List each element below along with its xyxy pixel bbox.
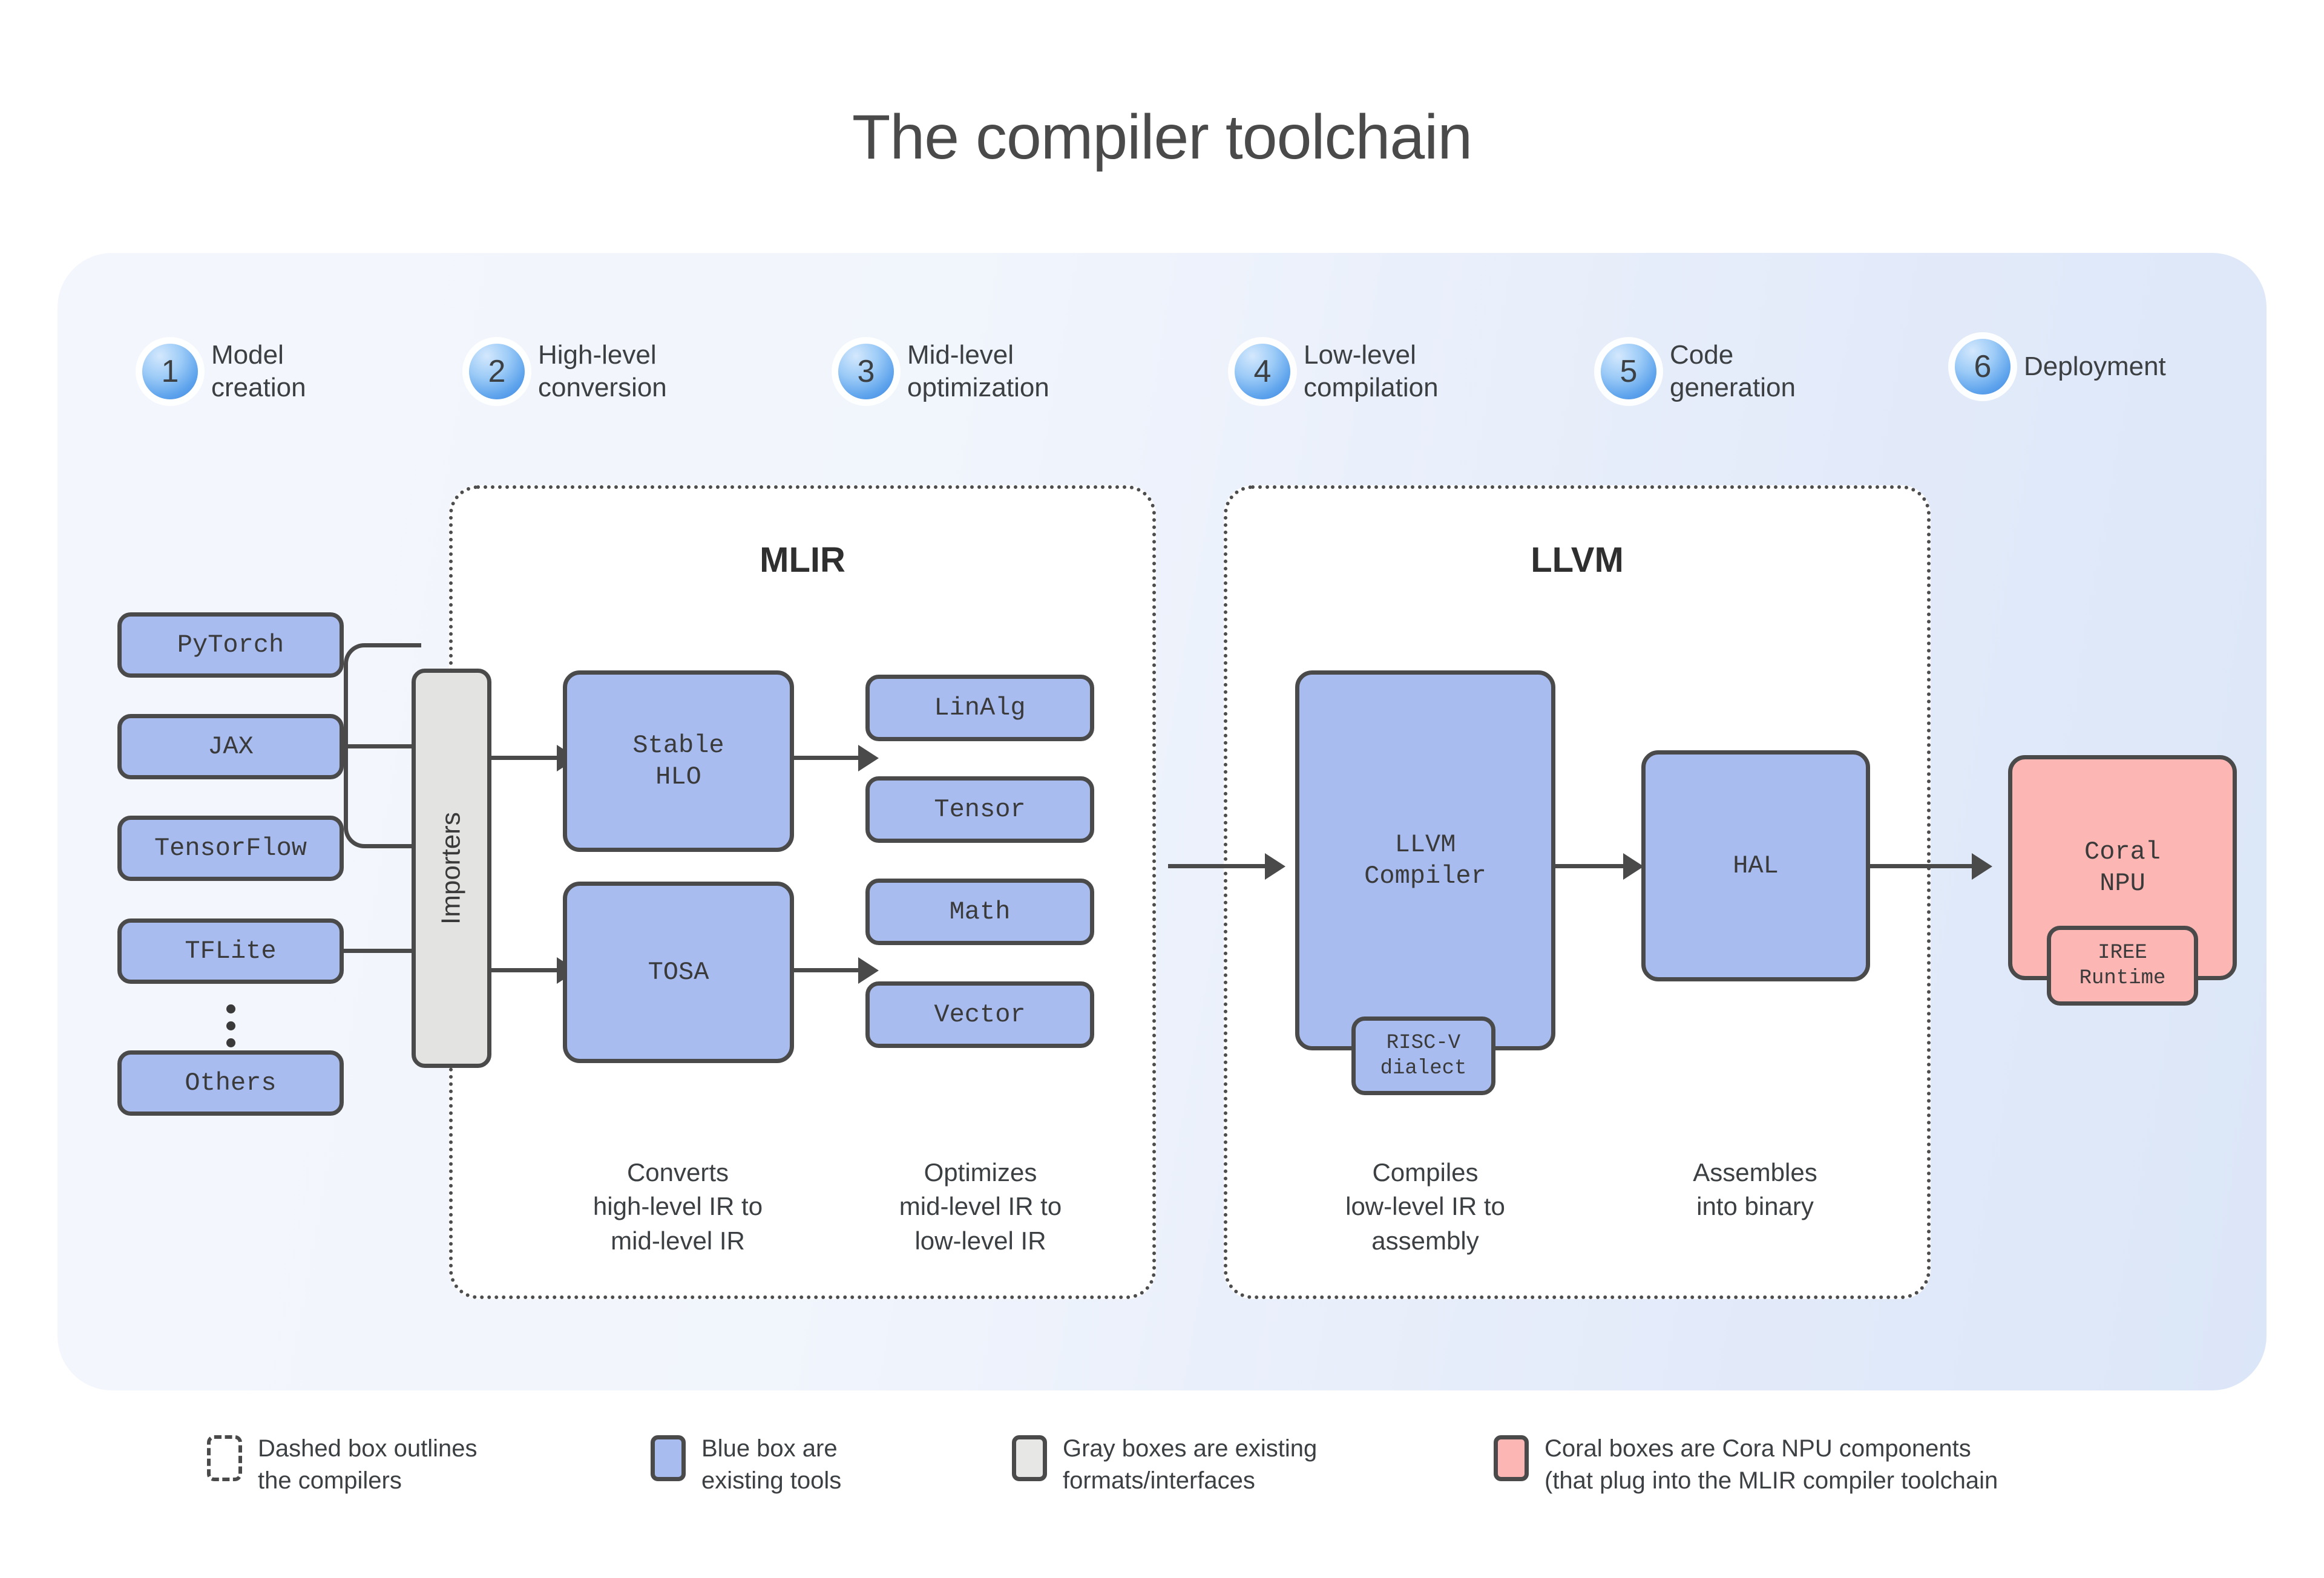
step-3-number: 3 xyxy=(838,343,894,399)
step-5-number: 5 xyxy=(1601,343,1656,399)
importers-box[interactable]: Importers xyxy=(412,669,491,1068)
dialect-box-tensor[interactable]: Tensor xyxy=(865,776,1094,843)
arrow-tosa-to-dialects-head xyxy=(858,957,879,984)
llvm-title: LLVM xyxy=(1531,540,1624,580)
step-6-number: 6 xyxy=(1955,339,2011,394)
mlir-title: MLIR xyxy=(760,540,845,580)
legend-item-blue: Blue box are existing tools xyxy=(651,1433,923,1497)
dialect-box-vector[interactable]: Vector xyxy=(865,981,1094,1048)
step-6: 6 Deployment xyxy=(1955,339,2166,394)
legend-label-coral: Coral boxes are Cora NPU components (tha… xyxy=(1544,1435,1998,1494)
step-5: 5 Code generation xyxy=(1601,339,1796,404)
dialect-box-linalg[interactable]: LinAlg xyxy=(865,675,1094,741)
arrow-mlir-to-llvm-line xyxy=(1168,864,1265,868)
legend-item-coral: Coral boxes are Cora NPU components (tha… xyxy=(1494,1433,2063,1497)
mlir-box-tosa[interactable]: TOSA xyxy=(563,882,794,1063)
llvm-compiler-box[interactable]: LLVM Compiler xyxy=(1295,670,1555,1050)
legend-item-dashed: Dashed box outlines the compilers xyxy=(207,1433,546,1497)
legend-swatch-gray-icon xyxy=(1012,1435,1047,1481)
framework-box-others[interactable]: Others xyxy=(117,1050,344,1116)
caption-converts: Converts high-level IR to mid-level IR xyxy=(592,1158,763,1255)
arrow-mlir-to-llvm-head xyxy=(1265,853,1285,880)
arrow-llvm-to-hal-head xyxy=(1623,853,1644,880)
step-1-number: 1 xyxy=(142,343,198,399)
connector-jax-line xyxy=(344,744,409,748)
step-2-number: 2 xyxy=(469,343,525,399)
framework-box-tensorflow[interactable]: TensorFlow xyxy=(117,816,344,881)
page-title: The compiler toolchain xyxy=(852,102,1472,172)
arrow-stablehlo-to-dialects-line xyxy=(794,756,858,760)
legend-swatch-coral-icon xyxy=(1494,1435,1529,1481)
arrow-stablehlo-to-dialects-head xyxy=(858,745,879,771)
step-4: 4 Low-level compilation xyxy=(1235,339,1439,404)
arrow-hal-to-npu-line xyxy=(1870,864,1972,868)
connector-tensorflow-corner xyxy=(344,748,421,848)
step-2-label: High-level conversion xyxy=(538,340,667,402)
mlir-box-stable-hlo[interactable]: Stable HLO xyxy=(563,670,794,852)
step-3-label: Mid-level optimization xyxy=(907,340,1049,402)
step-2: 2 High-level conversion xyxy=(469,339,667,404)
legend-label-blue: Blue box are existing tools xyxy=(701,1435,842,1494)
arrow-llvm-to-hal-line xyxy=(1555,864,1623,868)
connector-pytorch-corner xyxy=(344,643,421,753)
ellipsis-dots xyxy=(226,1004,235,1047)
step-1: 1 Model creation xyxy=(142,339,306,404)
caption-compiles: Compiles low-level IR to assembly xyxy=(1345,1158,1505,1255)
dialect-box-math[interactable]: Math xyxy=(865,879,1094,945)
hal-box[interactable]: HAL xyxy=(1641,750,1870,981)
caption-optimizes: Optimizes mid-level IR to low-level IR xyxy=(899,1158,1062,1255)
framework-box-jax[interactable]: JAX xyxy=(117,714,344,779)
step-4-label: Low-level compilation xyxy=(1304,340,1439,402)
framework-box-pytorch[interactable]: PyTorch xyxy=(117,612,344,678)
step-3: 3 Mid-level optimization xyxy=(838,339,1049,404)
legend-label-gray: Gray boxes are existing formats/interfac… xyxy=(1063,1435,1318,1494)
step-5-label: Code generation xyxy=(1670,340,1796,402)
step-6-label: Deployment xyxy=(2024,352,2166,382)
caption-assembles: Assembles into binary xyxy=(1693,1158,1817,1221)
arrow-tosa-to-dialects-line xyxy=(794,968,858,972)
step-4-number: 4 xyxy=(1235,343,1290,399)
connector-tflite-line xyxy=(344,949,476,953)
legend-swatch-dashed-icon xyxy=(207,1435,242,1481)
legend-swatch-blue-icon xyxy=(651,1435,686,1481)
riscv-dialect-badge[interactable]: RISC-V dialect xyxy=(1351,1017,1495,1095)
step-1-label: Model creation xyxy=(211,340,306,402)
arrow-hal-to-npu-head xyxy=(1972,853,1992,880)
arrow-importers-to-tosa-line xyxy=(491,968,557,972)
arrow-importers-to-stablehlo-line xyxy=(491,756,557,760)
iree-runtime-badge[interactable]: IREE Runtime xyxy=(2047,926,2198,1006)
legend-label-dashed: Dashed box outlines the compilers xyxy=(258,1435,478,1494)
framework-box-tflite[interactable]: TFLite xyxy=(117,918,344,984)
legend-item-gray: Gray boxes are existing formats/interfac… xyxy=(1012,1433,1351,1497)
